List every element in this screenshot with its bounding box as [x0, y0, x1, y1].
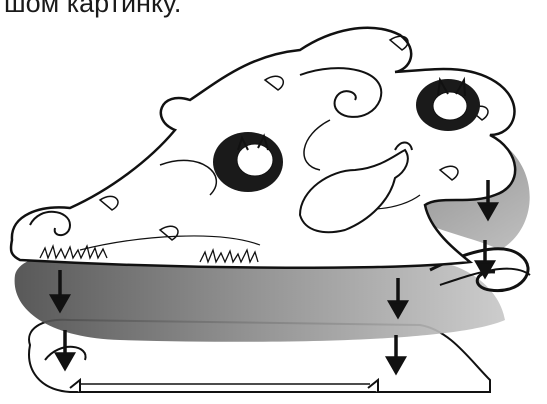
main-panel [11, 28, 515, 268]
